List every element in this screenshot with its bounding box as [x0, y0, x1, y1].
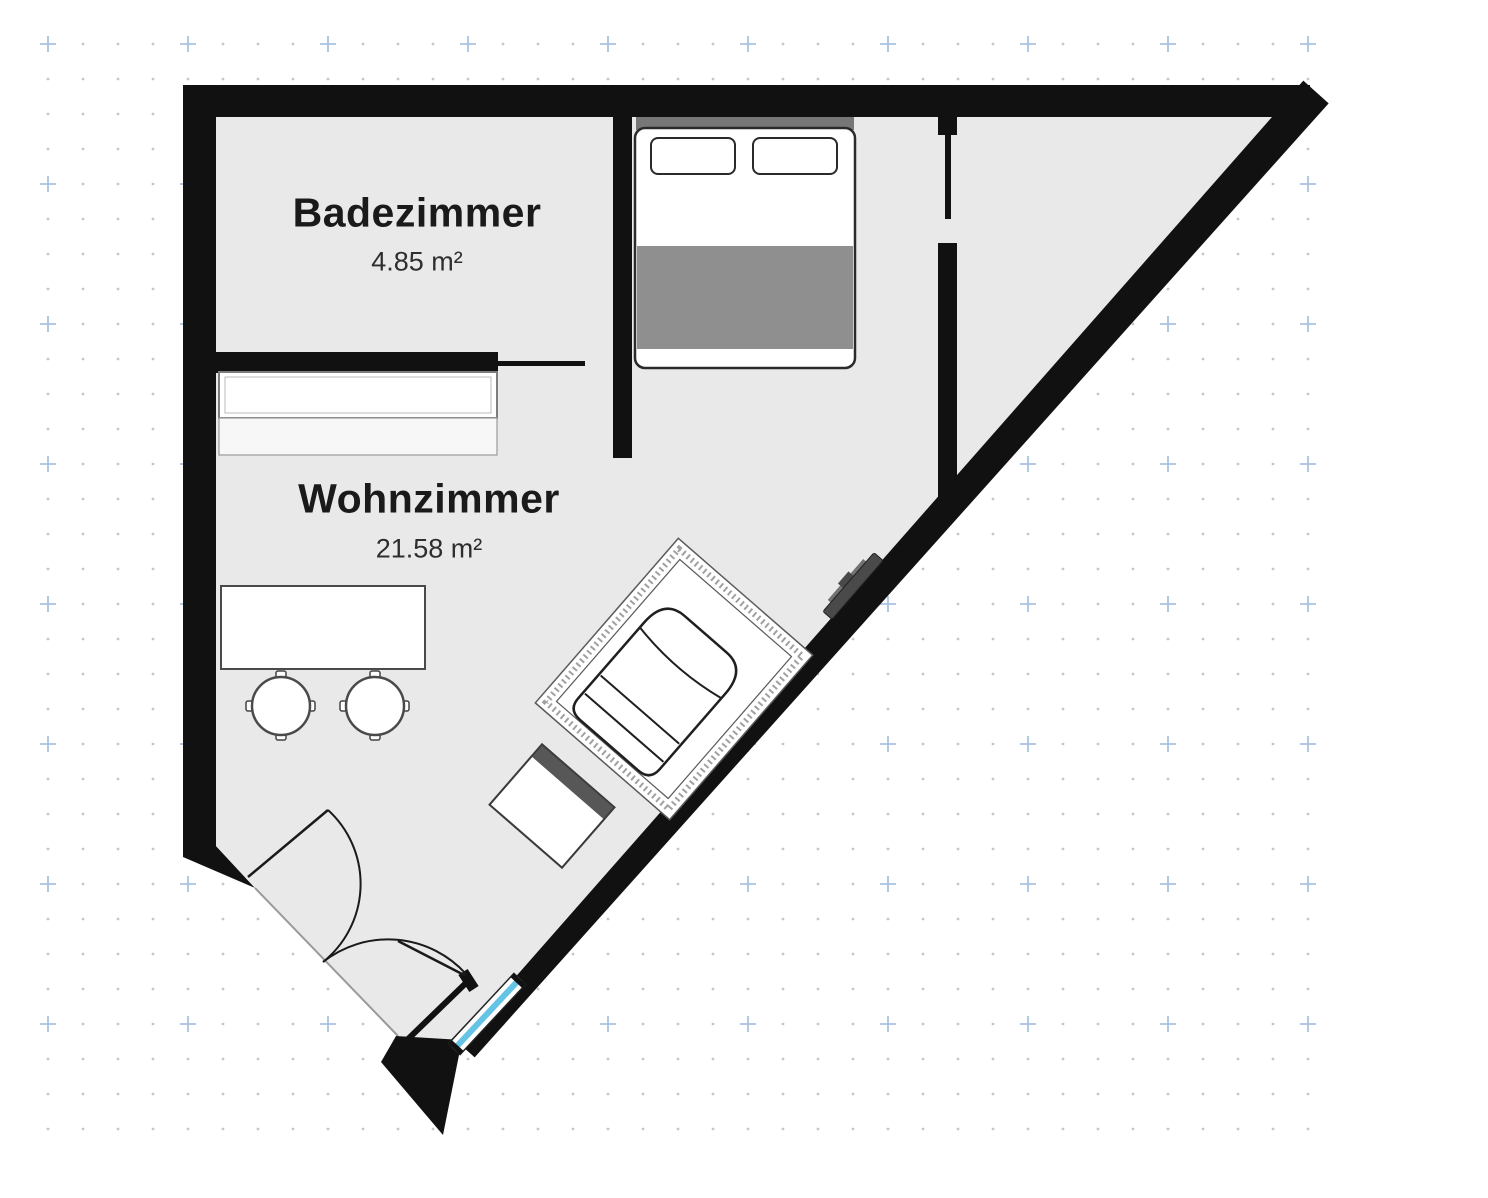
armchair[interactable] — [568, 599, 746, 781]
bench-shadow — [531, 744, 615, 820]
bed-blanket — [637, 246, 853, 349]
sideboard-top — [218, 371, 498, 419]
window-cap-left — [448, 1039, 464, 1055]
wall-left[interactable] — [183, 85, 255, 888]
tv[interactable] — [818, 548, 884, 620]
door-leaf-right[interactable] — [397, 939, 467, 978]
armchair-seat-line — [600, 674, 680, 745]
wall-bed-nook-right[interactable] — [938, 243, 957, 505]
floor-edge-line — [254, 887, 399, 1037]
room-area-wohnzimmer: 21.58 m² — [376, 534, 483, 565]
room-name-badezimmer[interactable]: Badezimmer — [292, 189, 542, 236]
stool-left[interactable] — [245, 670, 316, 741]
door-swing-arc-right — [322, 938, 467, 975]
stool-right-seat — [344, 675, 406, 737]
bench[interactable] — [488, 742, 616, 870]
sideboard-body — [218, 417, 498, 456]
stool-right[interactable] — [339, 670, 410, 741]
room-name-wohnzimmer[interactable]: Wohnzimmer — [298, 475, 560, 522]
window-glass — [452, 976, 522, 1052]
wall-top[interactable] — [183, 85, 1310, 117]
tv-screen — [823, 552, 883, 620]
wall-bed-nook-left[interactable] — [613, 117, 632, 458]
rug-border-pattern — [541, 544, 807, 814]
door-leaf-left[interactable] — [247, 809, 329, 878]
wall-bathroom[interactable] — [183, 352, 498, 373]
room-area-value-badezimmer: 4.85 m² — [371, 246, 463, 277]
armchair-outline — [572, 607, 738, 777]
room-label-wohnzimmer[interactable]: Wohnzimmer — [298, 476, 560, 523]
stool-left-seat — [250, 675, 312, 737]
wall-bed-nook-right-stub[interactable] — [938, 117, 957, 135]
room-area-badezimmer: 4.85 m² — [371, 247, 463, 278]
table[interactable] — [220, 585, 426, 670]
rug-inner — [555, 558, 793, 800]
armchair-front-line — [584, 692, 665, 763]
window[interactable] — [447, 972, 527, 1056]
door-swing-arc-left — [322, 809, 362, 963]
wall-bottom-corner[interactable] — [381, 1036, 462, 1135]
room-label-badezimmer[interactable]: Badezimmer — [293, 190, 542, 237]
wall-diagonal[interactable] — [449, 80, 1329, 1058]
sideboard[interactable] — [218, 371, 498, 456]
armchair-backrest-line — [639, 626, 722, 700]
tv-bracket — [827, 559, 867, 603]
bed-nook-sliding-door[interactable] — [945, 135, 951, 219]
wall-chamfer-thin[interactable] — [403, 978, 471, 1044]
bed-pillow-right — [752, 137, 838, 175]
window-cap-right — [510, 973, 526, 989]
bed-pillow-left — [650, 137, 736, 175]
bed[interactable] — [633, 117, 857, 370]
sideboard-inner-line — [224, 376, 492, 414]
entry-double-door[interactable] — [247, 809, 467, 978]
room-area-value-wohnzimmer: 21.58 m² — [375, 533, 483, 564]
floor-area[interactable] — [216, 117, 1272, 1040]
bathroom-sliding-door[interactable] — [498, 361, 585, 366]
